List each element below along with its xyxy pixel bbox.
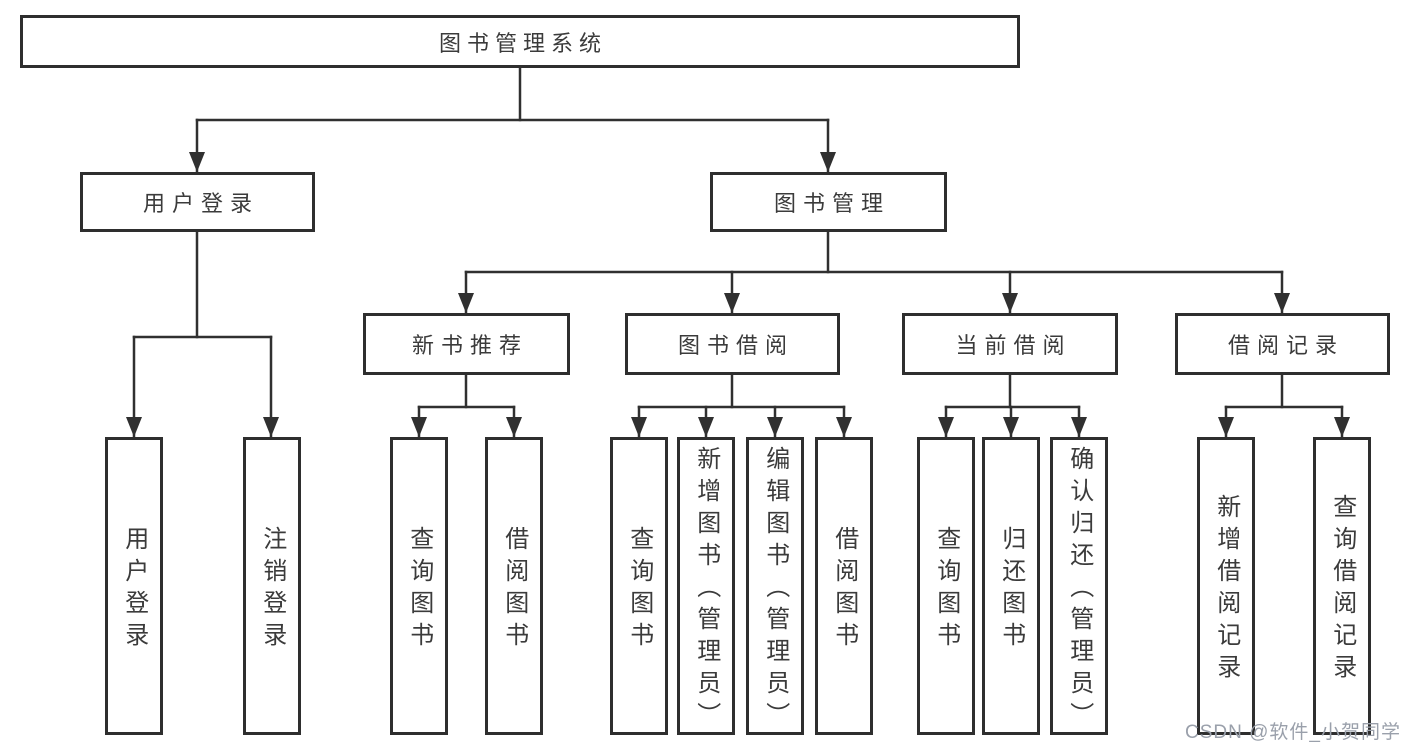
- leaf-current-query-books: 查询图书: [917, 437, 975, 735]
- node-label: 用户登录: [142, 191, 259, 216]
- leaf-borrowing-query-books: 查询图书: [610, 437, 668, 735]
- leaf-user-login: 用户登录: [105, 437, 163, 735]
- leaf-recommend-query-books: 查询图书: [390, 437, 448, 735]
- node-user-login: 用户登录: [80, 172, 315, 232]
- leaf-current-return-books: 归还图书: [982, 437, 1040, 735]
- node-label: 图书管理: [773, 191, 890, 216]
- leaf-label: 编辑图书（管理员）: [761, 446, 789, 734]
- node-label: 图书借阅: [677, 333, 794, 358]
- leaf-label: 查询图书: [625, 526, 653, 654]
- node-borrowing-records: 借阅记录: [1175, 313, 1390, 375]
- node-label: 当前借阅: [955, 333, 1072, 358]
- leaf-label: 新增图书（管理员）: [692, 446, 720, 734]
- node-label: 新书推荐: [411, 333, 528, 358]
- node-label: 借阅记录: [1227, 333, 1344, 358]
- leaf-current-confirm-return-admin: 确认归还（管理员）: [1050, 437, 1108, 735]
- leaf-label: 注销登录: [258, 526, 286, 654]
- leaf-borrowing-add-books-admin: 新增图书（管理员）: [677, 437, 735, 735]
- leaf-label: 用户登录: [120, 526, 148, 654]
- leaf-label: 查询借阅记录: [1328, 494, 1356, 686]
- leaf-records-add-borrow-record: 新增借阅记录: [1197, 437, 1255, 735]
- node-library-management-system: 图书管理系统: [20, 15, 1020, 68]
- leaf-label: 借阅图书: [500, 526, 528, 654]
- leaf-logout: 注销登录: [243, 437, 301, 735]
- node-current-borrowing: 当前借阅: [902, 313, 1118, 375]
- node-new-book-recommendation: 新书推荐: [363, 313, 570, 375]
- leaf-label: 查询图书: [405, 526, 433, 654]
- leaf-borrowing-edit-books-admin: 编辑图书（管理员）: [746, 437, 804, 735]
- leaf-records-query-borrow-record: 查询借阅记录: [1313, 437, 1371, 735]
- csdn-watermark: CSDN @软件_小贺同学: [1185, 722, 1401, 743]
- node-book-management: 图书管理: [710, 172, 947, 232]
- leaf-label: 归还图书: [997, 526, 1025, 654]
- node-book-borrowing: 图书借阅: [625, 313, 840, 375]
- leaf-label: 借阅图书: [830, 526, 858, 654]
- leaf-label: 新增借阅记录: [1212, 494, 1240, 686]
- leaf-borrowing-borrow-books: 借阅图书: [815, 437, 873, 735]
- leaf-label: 确认归还（管理员）: [1065, 446, 1093, 734]
- leaf-recommend-borrow-books: 借阅图书: [485, 437, 543, 735]
- node-label: 图书管理系统: [438, 30, 607, 56]
- leaf-label: 查询图书: [932, 526, 960, 654]
